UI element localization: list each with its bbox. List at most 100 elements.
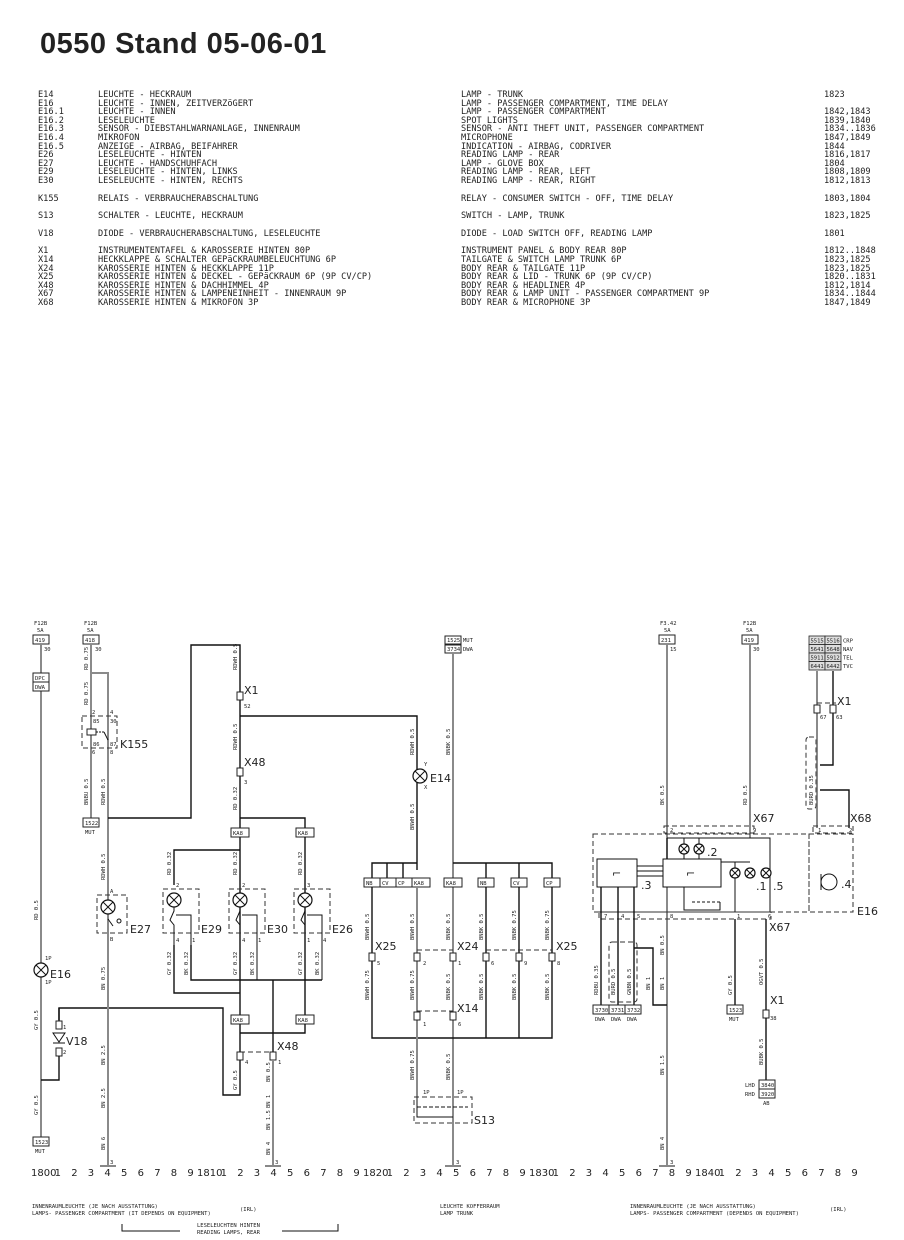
svg-text:4: 4 (242, 938, 246, 944)
svg-text:X67: X67 (753, 812, 775, 825)
legend-code: S13 (38, 211, 54, 222)
connector-x1-38: X1 38 (762, 994, 785, 1022)
svg-text:CP: CP (398, 881, 405, 887)
svg-text:BN 0.5: BN 0.5 (660, 935, 666, 955)
legend-en: SPOT LIGHTS (461, 115, 518, 126)
svg-text:30: 30 (95, 647, 102, 653)
svg-text:1: 1 (818, 828, 821, 834)
svg-text:KA8: KA8 (446, 881, 456, 887)
svg-text:BN 1.5: BN 1.5 (660, 1055, 666, 1075)
lamp-e30: 2 4 1 E30 (228, 883, 288, 980)
svg-text:2: 2 (92, 710, 95, 716)
legend-en: BODY REAR & LID - TRUNK 6P (9P CV/CP) (461, 272, 653, 283)
svg-text:.2: .2 (707, 846, 718, 859)
svg-text:30: 30 (753, 647, 760, 653)
svg-text:3: 3 (456, 1160, 459, 1166)
svg-text:RHD: RHD (745, 1092, 755, 1098)
legend-en: RELAY - CONSUMER SWITCH - OFF, TIME DELA… (461, 193, 674, 204)
footer-middle: LEUCHTE KOFFERRAUM LAMP TRUNK (440, 1204, 500, 1217)
svg-text:52: 52 (244, 704, 251, 710)
svg-text:3: 3 (670, 1160, 673, 1166)
svg-text:5A: 5A (746, 628, 753, 634)
ref-ka8-4: KA8 (295, 1014, 315, 1025)
legend-pages: 1820..1831 (824, 272, 876, 283)
svg-text:E16: E16 (857, 905, 878, 918)
svg-text:1: 1 (458, 961, 461, 967)
svg-text:F12B: F12B (34, 621, 48, 627)
svg-text:RD 0.32: RD 0.32 (298, 852, 304, 875)
column-number: 5 (453, 1168, 459, 1179)
svg-text:(IRL): (IRL) (830, 1207, 847, 1213)
svg-text:GY 0.5: GY 0.5 (233, 1070, 239, 1090)
svg-text:418: 418 (85, 638, 95, 644)
svg-text:X48: X48 (244, 756, 266, 769)
column-number: 6 (636, 1168, 642, 1179)
column-number: 1 (55, 1168, 61, 1179)
legend-de: LESELEUCHTE - HINTEN (98, 150, 202, 161)
connector-x1-52: X1 52 (236, 684, 259, 710)
legend-en: DIODE - LOAD SWITCH OFF, READING LAMP (461, 228, 653, 239)
svg-text:E26: E26 (332, 923, 353, 936)
svg-text:RD 0.75: RD 0.75 (84, 647, 90, 670)
svg-text:K155: K155 (120, 738, 148, 751)
legend-pages: 1842,1843 (824, 107, 871, 118)
svg-text:BN 0.75: BN 0.75 (101, 967, 107, 990)
legend-pages: 1812..1848 (824, 246, 876, 257)
column-number: 1820 (363, 1168, 388, 1179)
svg-text:RDWH 0.5: RDWH 0.5 (101, 779, 107, 806)
column-number: 9 (519, 1168, 525, 1179)
lamp-unit-e16: E16 ⌐ .3 ⌐ .2 .1 .5 .4 (592, 833, 878, 918)
ref-variants-left: NB CV CP KA8 (363, 877, 431, 888)
column-number: 2 (71, 1168, 77, 1179)
svg-text:8: 8 (110, 750, 113, 756)
svg-text:419: 419 (744, 638, 754, 644)
legend-code: E14 (38, 90, 54, 100)
svg-text:F12B: F12B (84, 621, 98, 627)
svg-text:BURD 0.5: BURD 0.5 (611, 969, 617, 996)
svg-text:RD 0.32: RD 0.32 (233, 852, 239, 875)
svg-text:4: 4 (176, 938, 180, 944)
legend-pages: 1812,1814 (824, 280, 871, 291)
column-number: 1 (221, 1168, 227, 1179)
column-number: 7 (154, 1168, 160, 1179)
svg-text:BNBU 0.5: BNBU 0.5 (84, 779, 90, 806)
svg-text:1: 1 (423, 1022, 426, 1028)
svg-text:BK 0.5: BK 0.5 (660, 785, 666, 805)
ref-option-code: 5648 (827, 647, 840, 653)
legend-pages: 1804 (824, 158, 845, 169)
legend-pages: 1808,1809 (824, 167, 871, 178)
column-number: 7 (320, 1168, 326, 1179)
legend-code: E16.3 (38, 124, 64, 135)
column-number: 2 (569, 1168, 575, 1179)
column-number: 4 (768, 1168, 774, 1179)
svg-text:RDWH 0.5: RDWH 0.5 (233, 724, 239, 751)
svg-text:BNBK 0.75: BNBK 0.75 (512, 910, 518, 940)
connector-x67-top: 2 9 X67 (663, 812, 775, 834)
legend-de: LESELEUCHTE - HINTEN, RECHTS (98, 175, 243, 186)
svg-text:BNWH 0.75: BNWH 0.75 (410, 970, 416, 1000)
svg-text:X1: X1 (244, 684, 259, 697)
svg-text:63: 63 (836, 715, 843, 721)
legend-pages: 1823,1825 (824, 254, 871, 265)
column-number: 9 (851, 1168, 857, 1179)
lamp-e29: 2 4 1 E29 (162, 883, 222, 945)
svg-text:LEUCHTE KOFFERRAUM: LEUCHTE KOFFERRAUM (440, 1204, 500, 1210)
svg-text:RD 0.5: RD 0.5 (34, 900, 40, 920)
page-title: 0550 Stand 05-06-01 (40, 28, 327, 60)
svg-text:BNBK 0.5: BNBK 0.5 (446, 974, 452, 1001)
svg-text:15: 15 (670, 647, 677, 653)
legend-code: E16.1 (38, 107, 64, 118)
svg-text:A: A (110, 889, 114, 895)
svg-text:5A: 5A (37, 628, 44, 634)
svg-text:X67: X67 (769, 921, 791, 934)
svg-text:BUBK 0.5: BUBK 0.5 (759, 1039, 765, 1066)
svg-text:1P: 1P (45, 980, 52, 986)
legend-code: X24 (38, 263, 54, 274)
switch-s13: 1P 1P S13 (413, 1090, 495, 1127)
svg-text:GY 0.32: GY 0.32 (233, 952, 239, 975)
svg-text:8: 8 (557, 961, 560, 967)
column-number: 4 (436, 1168, 442, 1179)
svg-text:KA8: KA8 (233, 1018, 243, 1024)
svg-text:3732: 3732 (627, 1008, 640, 1014)
svg-text:3: 3 (110, 1160, 113, 1166)
